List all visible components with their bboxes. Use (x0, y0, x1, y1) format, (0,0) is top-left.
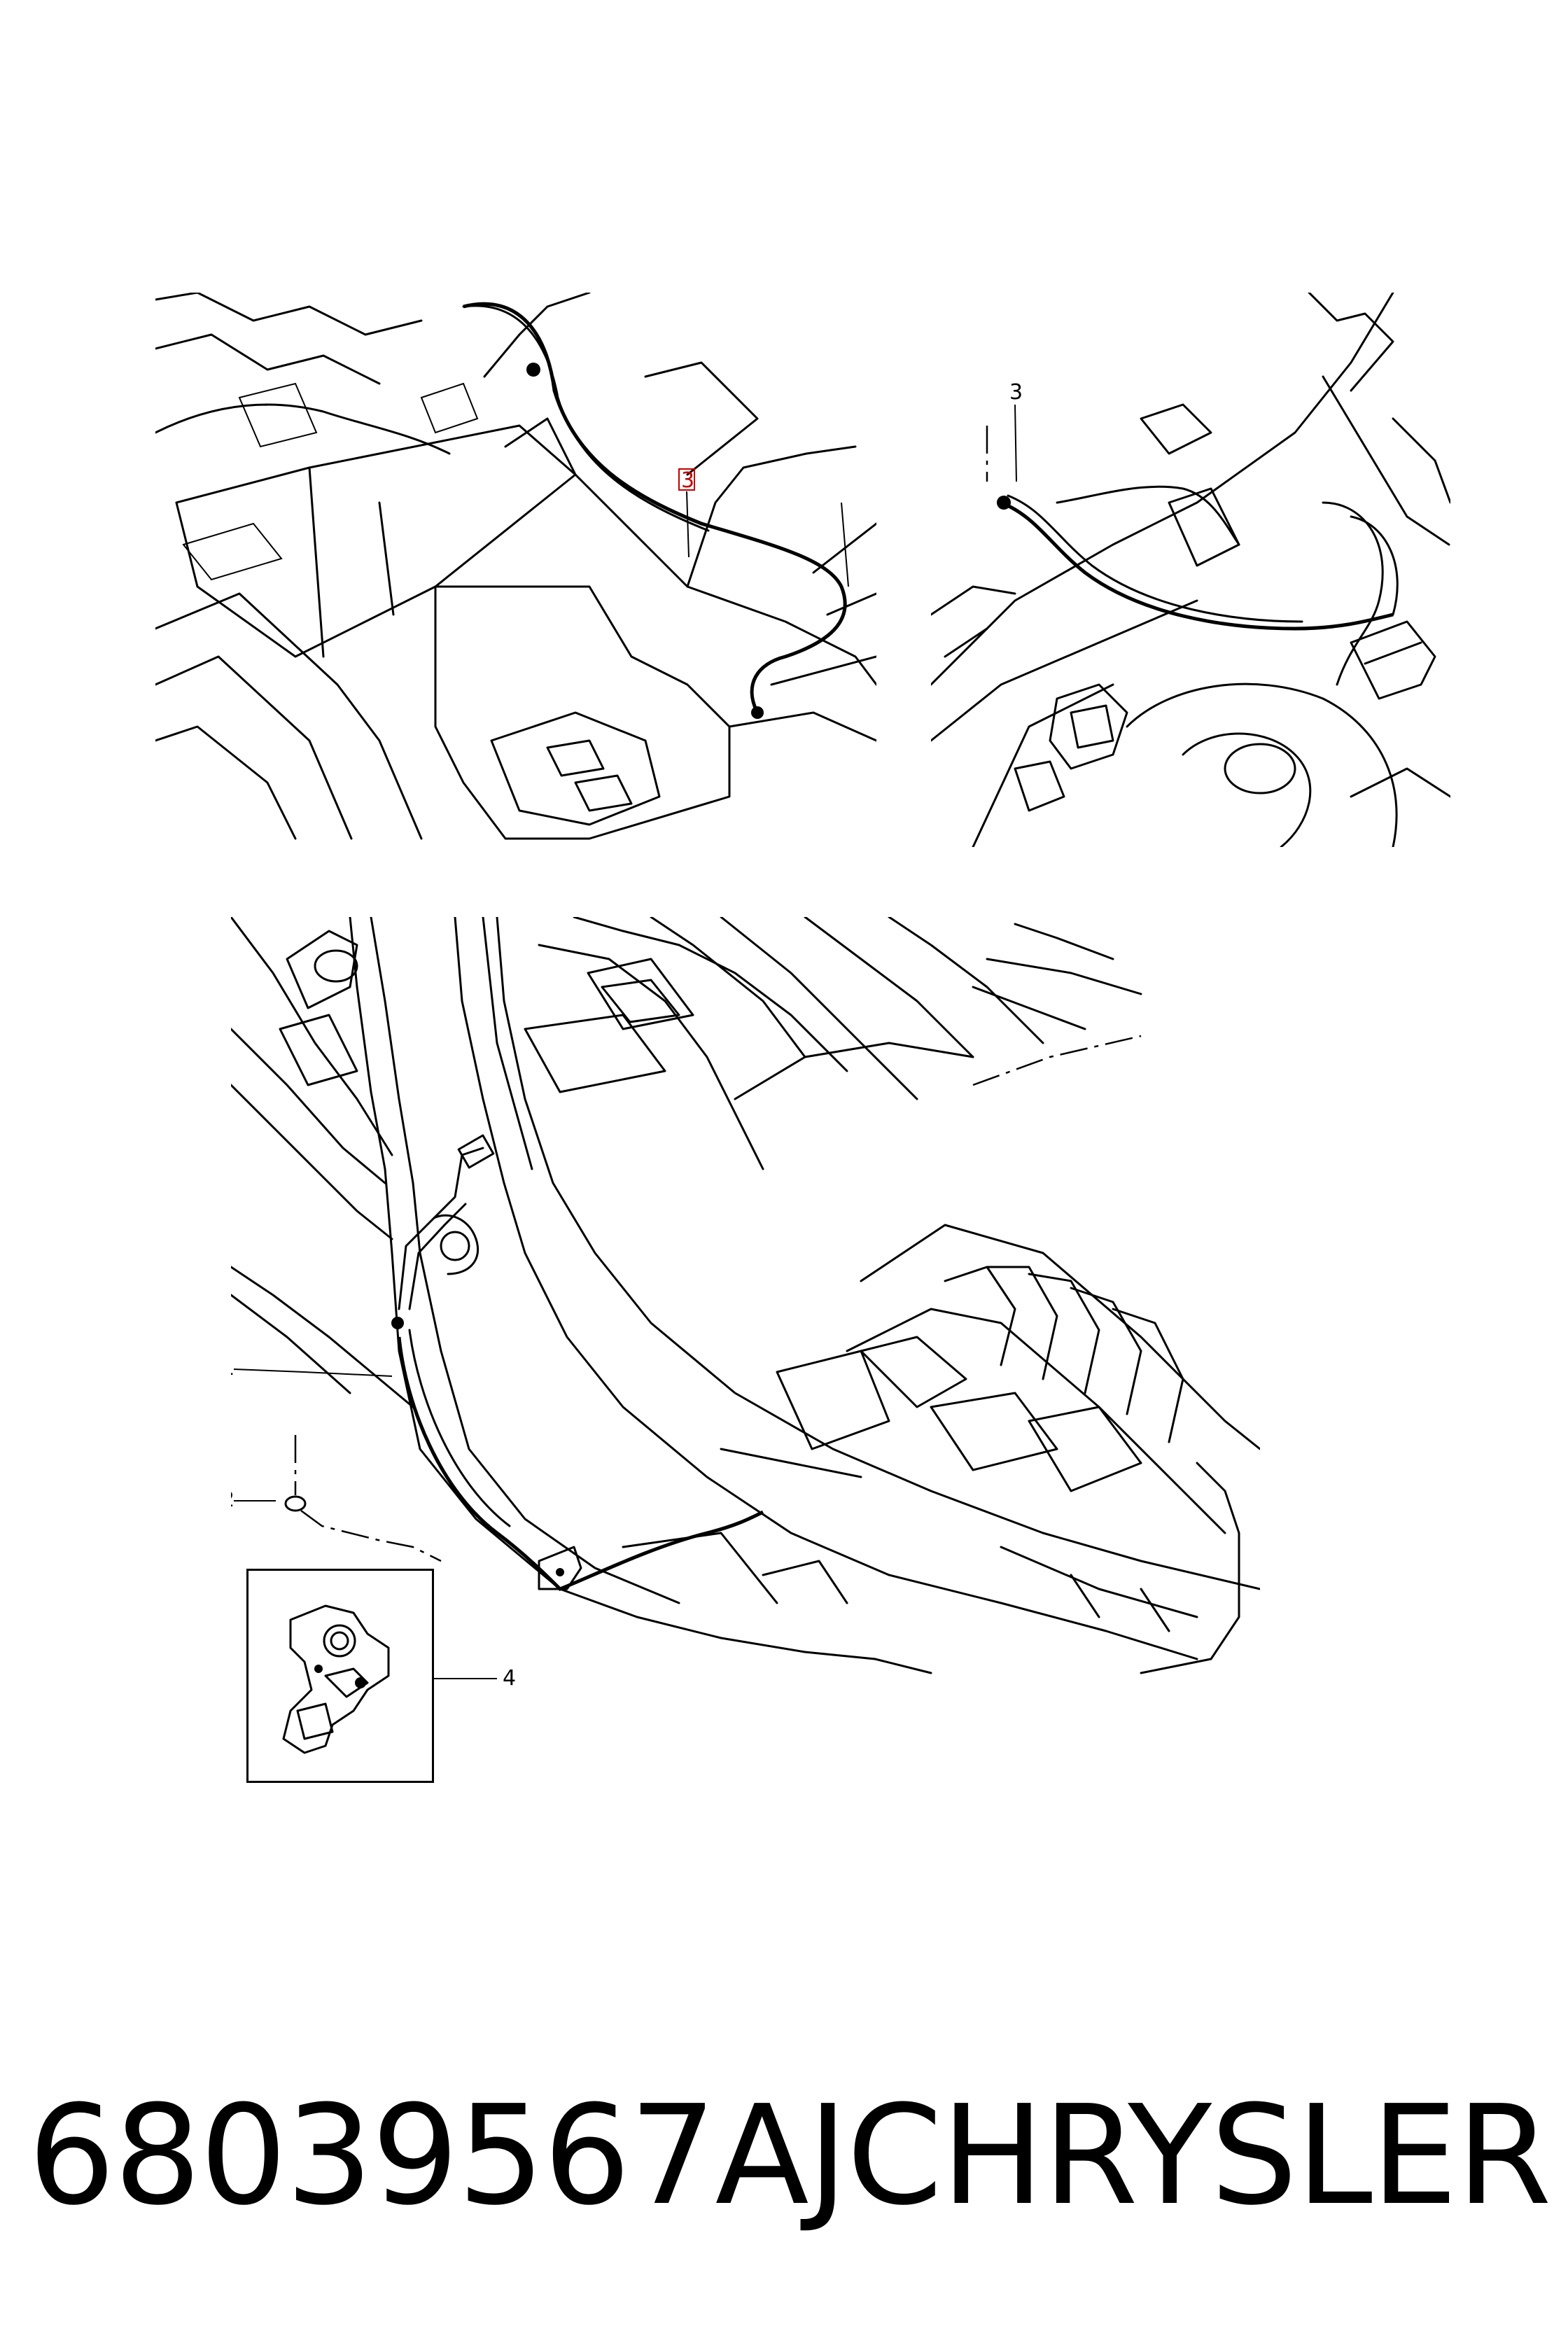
wiring-harness-3 (462, 302, 849, 719)
callout-3-top-left: 3 (678, 468, 695, 558)
vehicle-structure-right (931, 293, 1450, 847)
wiring-harness-3-right (997, 485, 1394, 631)
vehicle-structure-left (155, 293, 876, 840)
ground-cable-1 (391, 1134, 764, 1591)
ground-terminal-detail (282, 1604, 390, 1754)
svg-text:2: 2 (231, 1488, 234, 1512)
svg-text:3: 3 (681, 468, 694, 493)
brand-name: CHRYSLER (846, 2076, 1552, 2236)
footer: 68039567AJ CHRYSLER (28, 2072, 1552, 2240)
inset-box-4 (246, 1569, 434, 1783)
main-view: 1 2 (231, 917, 1260, 1674)
callout-1: 1 (231, 1356, 393, 1380)
svg-text:3: 3 (1009, 380, 1023, 405)
callout-2: 2 (231, 1435, 442, 1562)
top-right-view: 3 (931, 293, 1450, 847)
callout-3-top-right: 3 (986, 380, 1023, 482)
svg-text:1: 1 (231, 1356, 234, 1380)
vehicle-structure-main (231, 917, 1260, 1674)
part-number: 68039567AJ (28, 2076, 848, 2236)
callout-4: 4 (434, 1666, 517, 1690)
top-left-view: 3 (155, 293, 876, 840)
